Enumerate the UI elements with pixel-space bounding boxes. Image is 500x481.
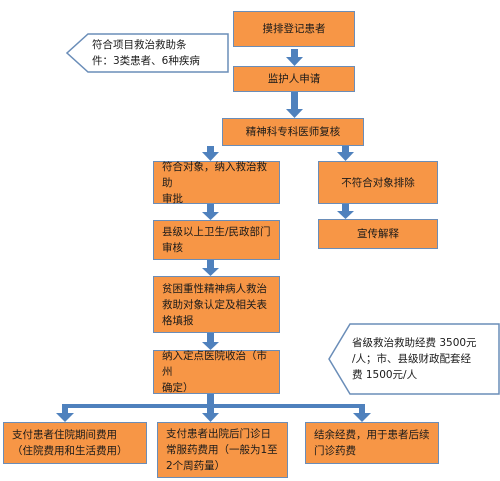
poverty-identification-label: 贫困重性精神病人救治 救助对象认定及相关表 格填报 [162,282,267,327]
eligibility-callout-shape [66,33,229,73]
publicity-node: 宣传解释 [318,219,438,249]
eligible-approval-label: 符合对象，纳入救治救助 审批 [162,160,267,205]
designated-hospital-node: 纳入定点医院收治（市州 确定） [153,350,280,394]
surplus-funds-node: 结余经费，用于患者后续 门诊药费 [305,422,439,464]
eligible-approval-node: 符合对象，纳入救治救助 审批 [153,160,280,205]
inpatient-cost-label: 支付患者住院期间费用 （住院费用和生活费用） [12,429,128,457]
screening-node: 摸排登记患者 [233,11,355,47]
psychiatrist-review-label: 精神科专科医师复核 [245,126,341,138]
outpatient-cost-node: 支付患者出院后门诊日 常服药费用（一般为1至 2个周药量） [157,422,288,478]
designated-hospital-label: 纳入定点医院收治（市州 确定） [162,350,267,394]
poverty-identification-node: 贫困重性精神病人救治 救助对象认定及相关表 格填报 [153,276,280,333]
funding-callout: 省级救治救助经费 3500元 /人；市、县级财政配套经 费 1500元/人 [352,337,477,381]
eligibility-callout: 符合项目救治救助条 件：3类患者、6种疾病 [92,39,200,67]
county-review-label: 县级以上卫生/民政部门 审核 [162,226,271,254]
county-review-node: 县级以上卫生/民政部门 审核 [153,220,280,260]
ineligible-excluded-node: 不符合对象排除 [318,161,438,204]
arrow-group [56,49,371,422]
ineligible-excluded-label: 不符合对象排除 [341,176,415,189]
publicity-label: 宣传解释 [357,228,399,240]
psychiatrist-review-node: 精神科专科医师复核 [222,118,364,146]
screening-label: 摸排登记患者 [262,23,326,35]
funding-callout-shape [328,323,500,395]
guardian-apply-node: 监护人申请 [233,66,355,92]
outpatient-cost-label: 支付患者出院后门诊日 常服药费用（一般为1至 2个周药量） [166,428,278,472]
inpatient-cost-node: 支付患者住院期间费用 （住院费用和生活费用） [3,422,147,464]
surplus-funds-label: 结余经费，用于患者后续 门诊药费 [314,429,430,457]
guardian-apply-label: 监护人申请 [267,73,321,85]
